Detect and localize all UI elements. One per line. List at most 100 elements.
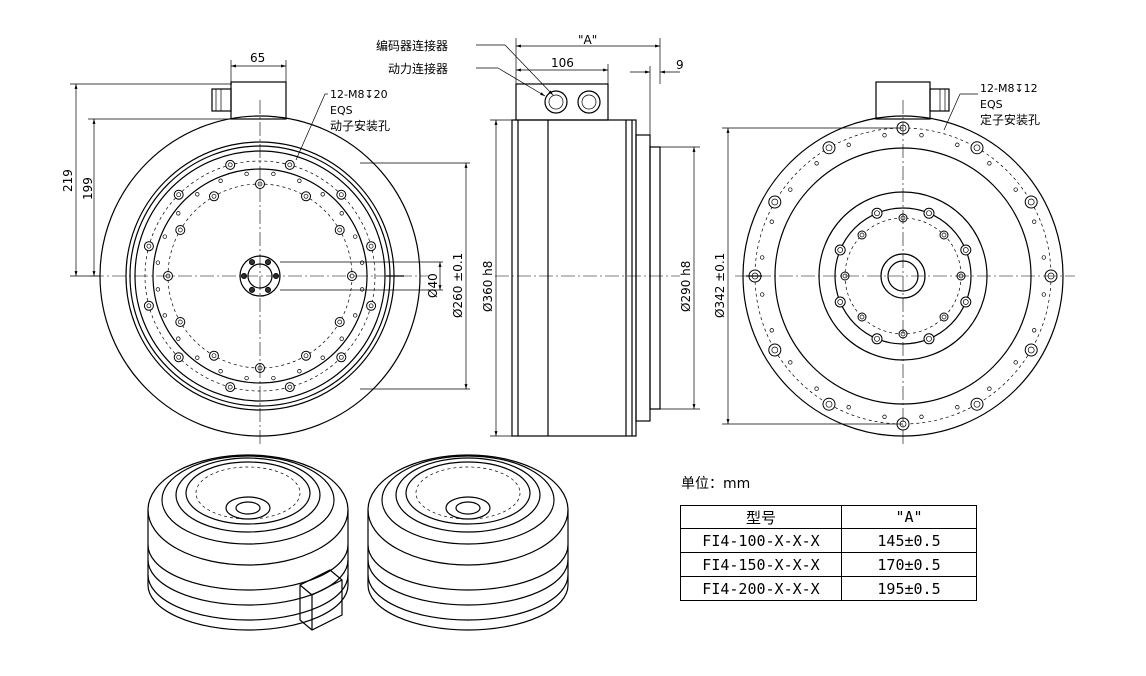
- front-dim-width: 65: [250, 51, 265, 65]
- bolt-hole: [301, 350, 311, 361]
- pin-hole: [846, 142, 851, 147]
- pin-hole: [919, 414, 924, 419]
- hub-hole: [265, 286, 271, 293]
- pin-hole: [814, 386, 819, 391]
- bolt-hole-inner: [874, 210, 880, 217]
- pin-hole: [1013, 187, 1018, 192]
- bolt-hole: [336, 352, 347, 363]
- rear-dim-pcd: Ø342 ±0.1: [713, 253, 727, 318]
- spec-cell-model: FI4-200-X-X-X: [680, 576, 842, 601]
- pin-hole: [769, 328, 774, 333]
- bolt-hole-inner: [338, 354, 344, 360]
- bolt-hole-inner: [338, 192, 344, 198]
- side-dim-outer-dia: Ø360 h8: [481, 261, 495, 312]
- bolt-hole-inner: [962, 299, 969, 305]
- iso-connector-box: [299, 569, 343, 631]
- bolt-hole-inner: [227, 384, 233, 390]
- pin-hole: [760, 292, 765, 297]
- rear-hole-note-3: 定子安装孔: [980, 112, 1040, 127]
- bolt-hole-inner: [825, 400, 833, 408]
- rear-hole-note-2: EQS: [980, 98, 1003, 111]
- pin-hole: [297, 178, 302, 183]
- bolt-hole: [301, 191, 311, 202]
- bolt-hole-inner: [941, 314, 947, 320]
- pin-hole: [788, 187, 793, 192]
- bolt-hole: [768, 195, 782, 209]
- table-row: FI4-100-X-X-X 145±0.5: [680, 528, 977, 553]
- pin-hole: [155, 287, 161, 292]
- front-hole-note-1: 12-M8↧20: [330, 88, 388, 101]
- pin-hole: [955, 405, 960, 410]
- rear-hole-note-1: 12-M8↧12: [980, 82, 1038, 95]
- bolt-hole-inner: [176, 354, 182, 360]
- bolt-hole: [822, 141, 836, 155]
- pin-hole: [218, 369, 223, 374]
- bolt-hole: [1024, 343, 1038, 357]
- bolt-hole: [923, 207, 935, 219]
- side-connector-box: [515, 83, 609, 121]
- pin-hole: [1032, 328, 1037, 333]
- pin-hole: [176, 336, 181, 341]
- bolt-hole: [939, 230, 949, 240]
- power-connector-icon: [577, 90, 601, 114]
- bolt-hole-inner: [146, 303, 152, 309]
- bolt-hole: [970, 141, 984, 155]
- bolt-hole-inner: [257, 181, 263, 187]
- pin-hole: [1032, 219, 1037, 224]
- front-dim-height-inner: 199: [81, 177, 95, 200]
- hub-hole: [265, 259, 271, 266]
- bolt-hole: [225, 159, 236, 170]
- bolt-hole: [857, 230, 867, 240]
- table-row: FI4-150-X-X-X 170±0.5: [680, 552, 977, 577]
- bolt-hole: [143, 300, 154, 311]
- bolt-hole-inner: [368, 243, 374, 249]
- front-hole-note-2: EQS: [330, 104, 353, 117]
- pin-hole: [353, 234, 358, 239]
- bolt-hole: [334, 317, 345, 327]
- pin-hole: [882, 414, 887, 419]
- bolt-hole: [768, 343, 782, 357]
- pin-hole: [176, 211, 181, 216]
- pin-hole: [769, 219, 774, 224]
- bolt-hole-inner: [874, 335, 880, 342]
- pin-hole: [359, 260, 365, 265]
- bolt-hole-inner: [176, 192, 182, 198]
- bolt-hole: [960, 244, 972, 256]
- front-view: 65 219 199 12-M8↧20 EQS 动子安装孔 Ø40 Ø260 ±…: [61, 51, 470, 446]
- pin-hole: [882, 133, 887, 138]
- pin-hole: [218, 178, 223, 183]
- bolt-hole: [834, 244, 846, 256]
- pin-hole: [1041, 292, 1046, 297]
- bolt-hole-inner: [825, 144, 833, 152]
- hub-hole: [249, 259, 255, 266]
- bolt-hole: [871, 333, 883, 345]
- pin-hole: [155, 260, 161, 265]
- bolt-hole: [366, 300, 377, 311]
- side-dim-pilot-dia: Ø290 h8: [679, 261, 693, 312]
- bolt-hole-inner: [227, 162, 233, 168]
- pin-hole: [788, 360, 793, 365]
- bolt-hole-inner: [771, 198, 779, 206]
- bolt-hole: [939, 312, 949, 322]
- pin-hole: [320, 355, 325, 360]
- bolt-hole-inner: [859, 314, 865, 320]
- bolt-hole-inner: [177, 319, 183, 325]
- pin-hole: [339, 211, 344, 216]
- pin-hole: [195, 192, 200, 197]
- side-dim-length: "A": [578, 33, 597, 47]
- spec-cell-model: FI4-150-X-X-X: [680, 552, 842, 577]
- pin-hole: [353, 313, 358, 318]
- pin-hole: [1013, 360, 1018, 365]
- bolt-hole-inner: [962, 247, 969, 253]
- pin-hole: [359, 287, 365, 292]
- pin-hole: [244, 375, 249, 381]
- isometric-view-right: [367, 454, 569, 631]
- spec-cell-length: 170±0.5: [841, 552, 977, 577]
- bolt-hole-inner: [771, 346, 779, 354]
- pin-hole: [162, 313, 167, 318]
- pin-hole: [955, 142, 960, 147]
- isometric-view-left: [147, 454, 349, 631]
- pin-hole: [271, 375, 276, 381]
- spec-cell-length: 195±0.5: [841, 576, 977, 601]
